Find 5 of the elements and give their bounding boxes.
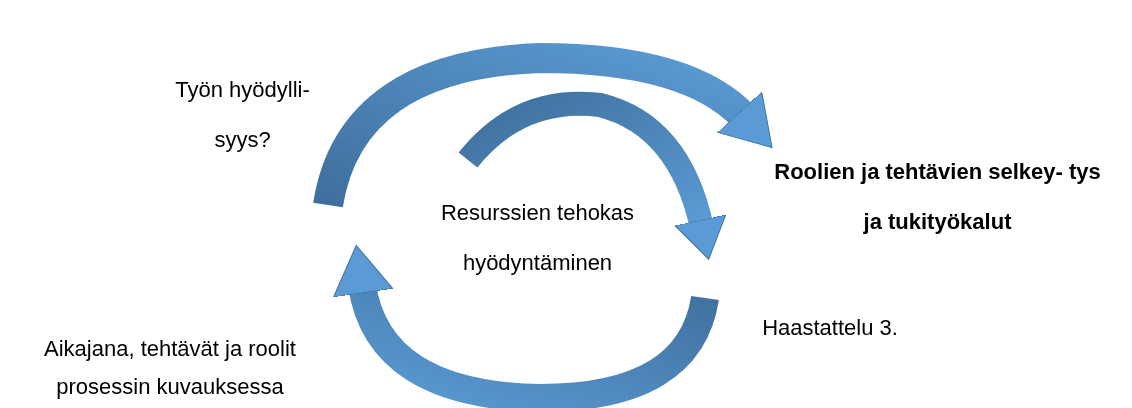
cycle-label: Haastattelu 3. [761,314,899,342]
cycle-label: Resurssien tehokas hyödyntäminen [439,199,636,277]
cycle-label: Roolien ja tehtävien selkey- tys ja tukityökalut [773,158,1102,236]
cycle-label: Aikajana, tehtävät ja roolit prosessin kuvauksessa [43,335,297,401]
cycle-label: Työn hyödylli- syys? [174,76,311,154]
